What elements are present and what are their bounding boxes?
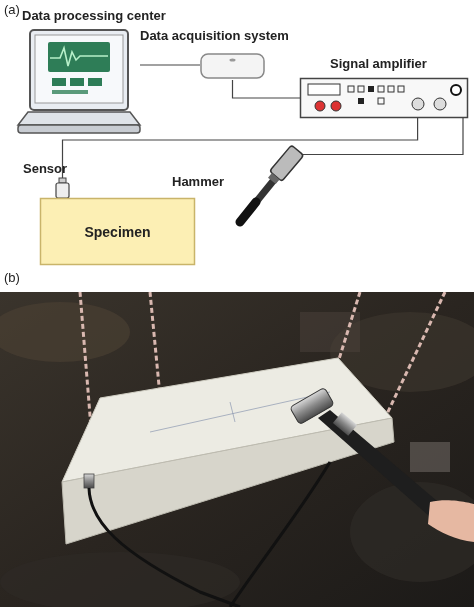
background-clutter-part xyxy=(410,442,450,472)
signal-wire xyxy=(300,118,463,155)
node-label: Specimen xyxy=(40,198,195,265)
amplifier-box-outline-part xyxy=(368,86,374,92)
specimen-box-outline-part xyxy=(41,199,195,265)
amplifier-box: Signal amplifier xyxy=(300,78,468,118)
laptop-icon-outline-part xyxy=(50,48,108,66)
node-label: Hammer xyxy=(172,174,224,189)
sensor-icon-outline-part xyxy=(59,178,66,183)
amplifier-box-outline-part xyxy=(308,84,340,95)
sensor-photo-part xyxy=(84,474,94,488)
suspension-ropes-part xyxy=(150,292,160,396)
daq-box-outline-part xyxy=(201,54,264,78)
background-clutter xyxy=(0,302,474,607)
laptop-icon-outline-part xyxy=(30,30,128,110)
test-photo xyxy=(0,292,474,607)
node-label: Signal amplifier xyxy=(330,56,427,71)
node-label: Data acquisition system xyxy=(140,28,289,43)
sensor-icon-outline xyxy=(55,178,70,198)
amplifier-box-outline-part xyxy=(348,86,354,92)
background-clutter-part xyxy=(0,552,240,607)
hammer-photo xyxy=(230,387,474,607)
amplifier-box-outline xyxy=(300,78,468,118)
sensor-photo-part xyxy=(89,488,240,607)
signal-wire xyxy=(233,80,301,98)
panel-label: (a) xyxy=(4,2,20,17)
daq-box: Data acquisition system xyxy=(200,50,265,80)
laptop-icon-outline-part xyxy=(52,90,88,94)
amplifier-box-outline-part xyxy=(434,98,446,110)
amplifier-box-outline-part xyxy=(331,101,341,111)
specimen-plank-part xyxy=(230,402,235,422)
laptop-icon-outline-part xyxy=(52,78,66,86)
hammer-icon: Hammer xyxy=(230,150,300,225)
amplifier-box-outline-part xyxy=(451,85,461,95)
hammer-photo-part xyxy=(230,462,330,607)
laptop-icon-outline xyxy=(18,30,140,135)
sensor-icon: Sensor xyxy=(55,178,70,198)
suspension-ropes-part xyxy=(80,292,92,440)
amplifier-box-outline-part xyxy=(301,79,468,118)
node-label: Data processing center xyxy=(22,8,166,23)
amplifier-box-outline-part xyxy=(358,98,364,104)
panel-label: (b) xyxy=(4,270,20,285)
sensor-icon-outline-part xyxy=(56,183,69,198)
laptop-icon-outline-part xyxy=(70,78,84,86)
laptop-icon: Data processing center xyxy=(18,30,140,135)
node-label: Sensor xyxy=(23,161,67,176)
specimen-box: Specimen xyxy=(40,198,195,265)
amplifier-box-outline-part xyxy=(398,86,404,92)
hammer-icon-outline-part-part xyxy=(268,173,280,184)
laptop-icon-outline-part xyxy=(18,112,140,125)
amplifier-box-outline-part xyxy=(388,86,394,92)
hammer-icon-outline xyxy=(230,150,300,225)
hammer-icon-outline-part xyxy=(240,202,256,222)
laptop-icon-outline-part xyxy=(88,78,102,86)
hammer-photo-part xyxy=(428,500,474,542)
suspension-ropes-part xyxy=(385,292,445,418)
laptop-icon-outline-part xyxy=(48,42,110,72)
daq-box-outline-part xyxy=(230,59,236,62)
hammer-icon-outline-part xyxy=(240,170,282,222)
hammer-icon-outline-part xyxy=(266,145,304,186)
hammer-photo-part xyxy=(333,412,357,436)
amplifier-box-outline-part xyxy=(378,86,384,92)
specimen-plank xyxy=(62,358,394,544)
laptop-icon-outline-part xyxy=(18,125,140,133)
signal-wire xyxy=(140,64,200,65)
daq-box-outline xyxy=(200,50,265,80)
amplifier-box-outline-part xyxy=(315,101,325,111)
amplifier-box-outline-part xyxy=(358,86,364,92)
amplifier-box-outline-part xyxy=(378,98,384,104)
amplifier-box-outline-part xyxy=(412,98,424,110)
laptop-icon-outline-part xyxy=(35,35,123,103)
sensor-photo xyxy=(84,474,240,607)
background-clutter-part xyxy=(0,302,130,362)
